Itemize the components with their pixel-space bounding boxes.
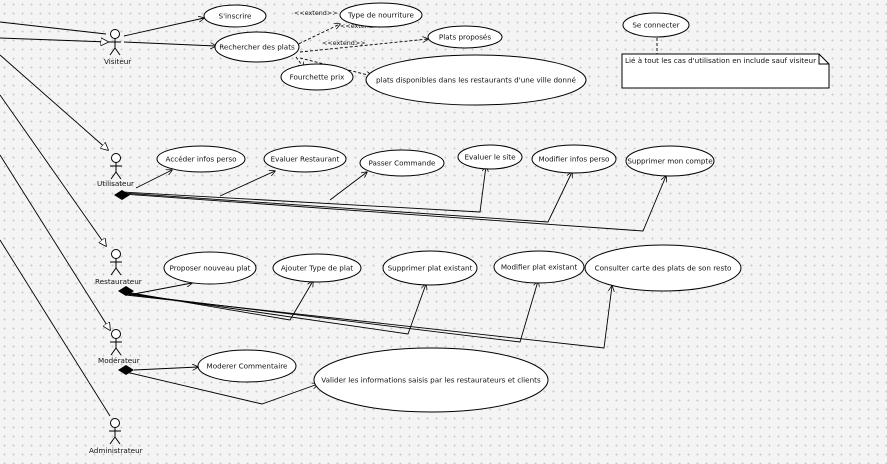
actor-moderateur[interactable]: Modérateur (98, 329, 140, 366)
actor-utilisateur[interactable]: Utilisateur (97, 153, 134, 189)
svg-text:Supprimer mon compte: Supprimer mon compte (627, 157, 713, 166)
actor-label: Administrateur (89, 446, 143, 455)
svg-text:plats disponibles dans les res: plats disponibles dans les restaurants d… (376, 76, 577, 85)
use-case-consulter-carte[interactable]: Consulter carte des plats de son resto (584, 244, 742, 292)
extend-label: <<extend>> (294, 9, 338, 17)
generalization-line (0, 21, 107, 35)
svg-text:Moderer Commentaire: Moderer Commentaire (207, 362, 288, 371)
use-case-passer-commande[interactable]: Passer Commande (359, 149, 445, 177)
svg-text:Consulter carte des plats de s: Consulter carte des plats de son resto (595, 264, 732, 273)
use-case-acceder-infos[interactable]: Accéder infos perso (156, 145, 246, 173)
actor-label: Restaurateur (95, 277, 142, 286)
svg-text:S'inscrire: S'inscrire (219, 12, 253, 21)
use-case-valider-infos[interactable]: Valider les informations saisis par les … (313, 347, 549, 413)
use-case-evaluer-restaurant[interactable]: Evaluer Restaurant (263, 145, 347, 173)
svg-text:Evaluer Restaurant: Evaluer Restaurant (271, 155, 340, 164)
generalization-line (0, 94, 106, 246)
use-case-evaluer-site[interactable]: Evaluer le site (457, 144, 523, 170)
svg-text:Modifier infos perso: Modifier infos perso (539, 155, 610, 164)
generalization-line (0, 239, 111, 417)
use-case-modifier-plat[interactable]: Modifier plat existant (493, 250, 585, 284)
extend-label: <<extend>> (322, 39, 366, 47)
use-case-modifier-infos[interactable]: Modifier infos perso (531, 144, 617, 174)
actor-label: Visiteur (104, 57, 131, 66)
generalization-line (0, 37, 108, 42)
use-case-rechercher-plats[interactable]: Rechercher des plats (214, 31, 300, 63)
diamond-icon (118, 365, 134, 375)
actor-visiteur[interactable]: Visiteur (104, 29, 131, 67)
moderateur-associations (125, 367, 318, 405)
note-text: Lié à tout les cas d'utilisation en incl… (625, 56, 816, 65)
svg-text:Rechercher des plats: Rechercher des plats (219, 43, 295, 52)
svg-text:Modifier plat existant: Modifier plat existant (501, 263, 577, 272)
svg-text:Passer Commande: Passer Commande (369, 159, 437, 168)
use-case-ajouter-type[interactable]: Ajouter Type de plat (272, 253, 362, 283)
svg-text:Se connecter: Se connecter (632, 21, 679, 30)
use-case-moderer-commentaire[interactable]: Moderer Commentaire (197, 349, 297, 383)
diamond-icon (118, 286, 134, 296)
use-case-type-nourriture[interactable]: Type de nourriture (339, 2, 423, 28)
actor-label: Utilisateur (97, 179, 134, 188)
svg-text:Evaluer le site: Evaluer le site (464, 153, 516, 162)
svg-text:Valider les informations saisi: Valider les informations saisis par les … (321, 376, 541, 385)
generalization-lines (0, 21, 111, 417)
aggregation-diamonds (114, 190, 134, 375)
generalization-line (0, 154, 110, 330)
use-case-fourchette-prix[interactable]: Fourchette prix (280, 63, 354, 91)
svg-text:Proposer nouveau plat: Proposer nouveau plat (170, 264, 251, 273)
diamond-icon (114, 190, 130, 200)
svg-text:Fourchette prix: Fourchette prix (290, 73, 345, 82)
note-include: Lié à tout les cas d'utilisation en incl… (621, 53, 830, 89)
svg-text:Accéder infos perso: Accéder infos perso (166, 155, 237, 164)
actor-label: Modérateur (98, 356, 140, 365)
svg-text:Ajouter Type de plat: Ajouter Type de plat (281, 264, 353, 273)
actor-administrateur[interactable]: Administrateur (89, 418, 143, 456)
svg-text:Type de nourriture: Type de nourriture (347, 11, 415, 20)
generalization-line (0, 54, 108, 150)
svg-text:Supprimer plat existant: Supprimer plat existant (388, 264, 473, 273)
restaurateur-associations (125, 281, 612, 349)
use-case-plats-disponibles[interactable]: plats disponibles dans les restaurants d… (365, 54, 587, 106)
use-case-se-connecter[interactable]: Se connecter (622, 12, 690, 38)
svg-text:Plats proposés: Plats proposés (439, 33, 491, 42)
use-case-sinscrire[interactable]: S'inscrire (203, 4, 267, 28)
use-case-plats-proposes[interactable]: Plats proposés (427, 25, 503, 49)
visiteur-associations (123, 18, 658, 76)
actor-restaurateur[interactable]: Restaurateur (95, 249, 142, 287)
use-case-proposer-plat[interactable]: Proposer nouveau plat (163, 251, 257, 285)
use-case-supprimer-compte[interactable]: Supprimer mon compte (625, 145, 715, 177)
utilisateur-associations (121, 166, 666, 232)
use-case-supprimer-plat[interactable]: Supprimer plat existant (382, 250, 478, 286)
